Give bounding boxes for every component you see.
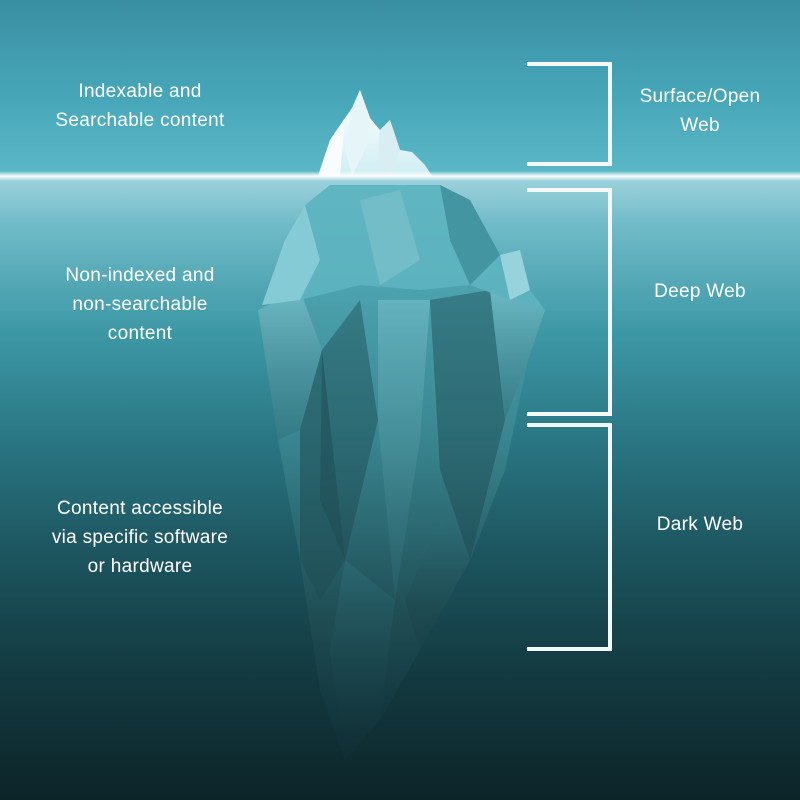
iceberg-facet bbox=[430, 290, 505, 560]
iceberg-facet bbox=[360, 190, 420, 285]
dark-bracket bbox=[527, 423, 612, 651]
water-surface-line bbox=[0, 171, 800, 181]
dark-web-label: Dark Web bbox=[656, 514, 744, 535]
iceberg-peak-shade bbox=[345, 90, 370, 176]
iceberg-facet bbox=[405, 520, 470, 650]
deep-description: Non-indexed and non-searchable content bbox=[65, 265, 215, 344]
dark-description: Content accessible via specific software… bbox=[51, 498, 229, 577]
deep-bracket bbox=[527, 188, 612, 416]
iceberg-facet bbox=[300, 350, 345, 600]
sky-background bbox=[0, 0, 800, 176]
iceberg-facet bbox=[330, 560, 395, 760]
iceberg-facet bbox=[490, 290, 545, 420]
deep-web-label: Deep Web bbox=[654, 281, 746, 302]
iceberg-peak-shade bbox=[318, 118, 345, 176]
surface-description: Indexable and Searchable content bbox=[55, 81, 225, 131]
iceberg-facet bbox=[258, 290, 322, 440]
iceberg-facet bbox=[378, 300, 430, 600]
surface-bracket bbox=[527, 62, 612, 166]
iceberg-facet bbox=[500, 250, 530, 300]
iceberg-peak-shade bbox=[378, 120, 400, 176]
iceberg-facet bbox=[440, 185, 500, 285]
iceberg-facet bbox=[262, 205, 320, 305]
surface-web-label: Surface/Open Web bbox=[639, 86, 761, 136]
